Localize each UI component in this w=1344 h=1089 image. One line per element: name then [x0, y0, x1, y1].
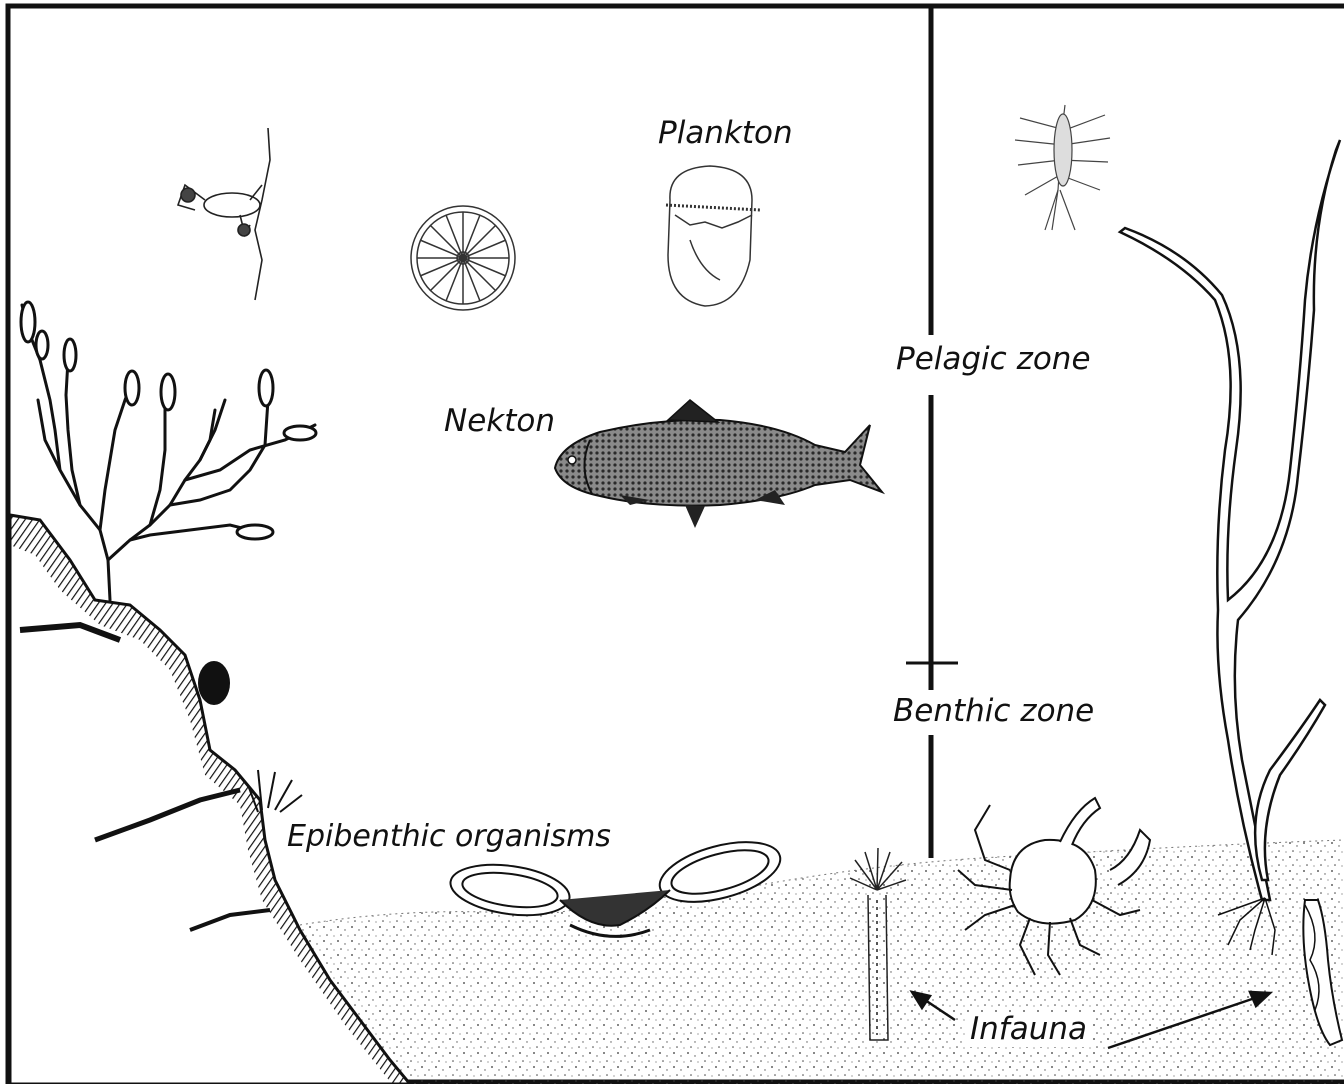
diatom-icon [411, 206, 515, 310]
jellyfish-icon [666, 166, 760, 306]
epibenthic-organisms-label: Epibenthic organisms [283, 820, 615, 854]
eelgrass-icon [1120, 140, 1340, 955]
copepod-icon [178, 128, 270, 300]
limpet-icon [198, 661, 230, 705]
benthic-zone-label: Benthic zone [889, 694, 1098, 729]
fish-icon [555, 400, 882, 528]
infauna-label: Infauna [966, 1012, 1091, 1047]
nekton-label: Nekton [440, 404, 559, 439]
amphipod-icon [1015, 105, 1110, 230]
plankton-label: Plankton [654, 116, 797, 151]
barnacle-tuft-icon [248, 770, 302, 812]
zone-divider [906, 8, 958, 858]
pelagic-zone-label: Pelagic zone [892, 342, 1095, 377]
